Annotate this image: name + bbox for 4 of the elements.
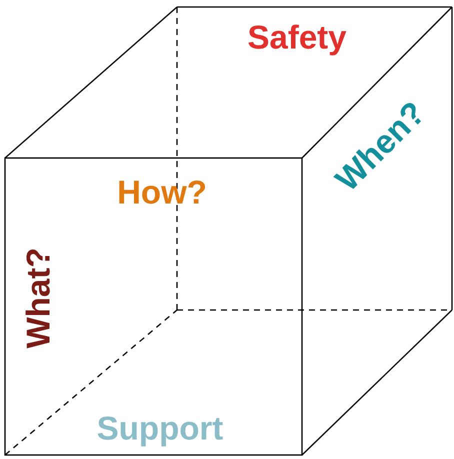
face-label: Support [96,412,224,444]
face-label: What? [22,248,54,348]
face-label: Safety [247,20,347,54]
face-label: How? [117,176,207,208]
